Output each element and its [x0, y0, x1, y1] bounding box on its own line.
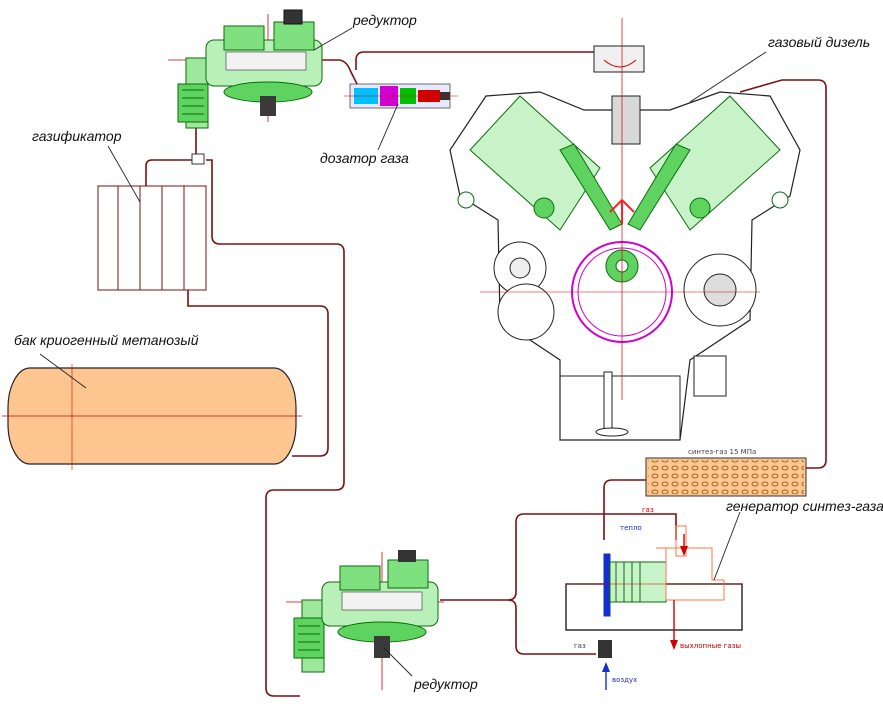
pipe-main-down: [206, 159, 345, 697]
pipe-gasifier-tank: [187, 290, 329, 457]
leader-gas-diesel: [689, 51, 767, 103]
label-gas-diesel: газовый дизель: [768, 34, 871, 50]
reducer-top-drawing: [168, 9, 330, 129]
label-gas-out: газ: [574, 642, 586, 650]
label-reducer-top: редуктор: [353, 12, 417, 28]
label-heat: тепло: [620, 524, 642, 532]
leader-lines: [39, 27, 767, 677]
label-tank: бак криогенный метанозый: [14, 332, 199, 348]
leader-syngas-generator: [713, 511, 741, 581]
leader-dosator: [377, 103, 399, 151]
gas-diesel-engine: [449, 18, 801, 441]
syngas-receiver: [645, 457, 807, 497]
leader-gasifier: [107, 145, 141, 203]
pipe-reducer-dosator: [322, 59, 359, 87]
leader-reducer-top: [313, 27, 353, 51]
pipe-syngas-engine: [739, 79, 827, 469]
pipe-bottom-reducer-out: [440, 513, 677, 601]
cryogenic-tank: [2, 364, 302, 470]
gas-dosator-drawing: [344, 83, 458, 109]
pipe-syngas-generator: [603, 479, 646, 540]
pipe-dosator-engine: [355, 51, 595, 70]
pipes: [145, 51, 827, 697]
label-syngas-line: синтез-газ 15 МПа: [688, 448, 757, 456]
label-gas-dosator: дозатор газа: [320, 150, 409, 166]
leader-reducer-bottom: [383, 647, 413, 677]
reducer-bottom-drawing: [286, 550, 444, 690]
label-gas-in: газ: [642, 506, 654, 514]
label-gasifier: газификатор: [32, 128, 122, 144]
label-syngas-generator: генератор синтез-газа: [726, 498, 883, 514]
syngas-generator-drawing: [565, 525, 743, 690]
gasifier: [97, 153, 207, 291]
label-air: воздух: [612, 676, 638, 684]
label-exhaust: выхлопные газы: [680, 642, 741, 650]
pipe-reducer-gasifier: [145, 128, 197, 188]
leader-tank: [39, 353, 87, 389]
pipe-bottom-reducer-branch: [507, 599, 596, 655]
label-reducer-bottom: редуктор: [414, 676, 478, 692]
